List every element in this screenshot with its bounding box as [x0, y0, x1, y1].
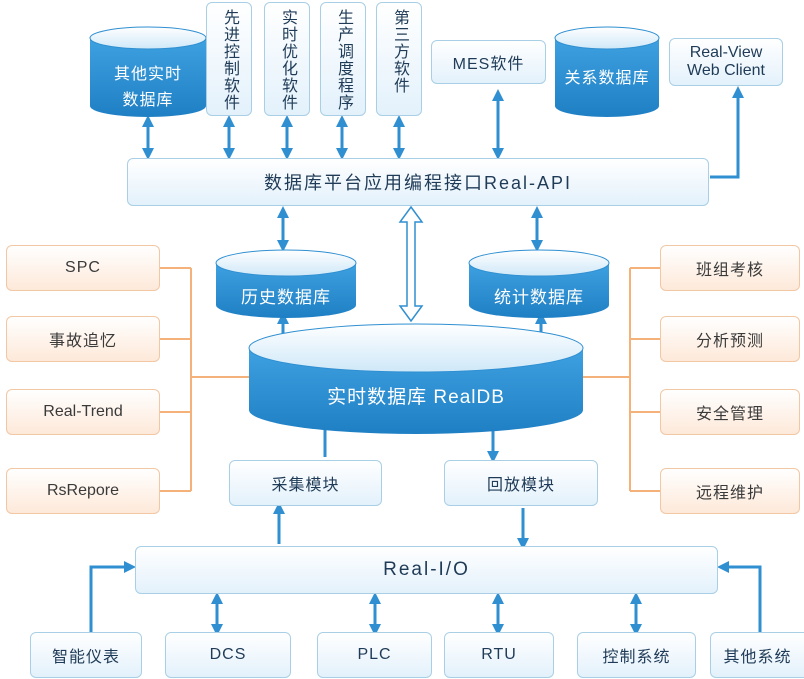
right-orange-connector [583, 267, 660, 492]
left-module-rsrepore: RsRepore [6, 468, 160, 514]
bottom-control-system-label: 控制系统 [602, 649, 671, 666]
collect-module-label: 采集模块 [271, 477, 340, 494]
right-module-analysis-forecast-label: 分析预测 [695, 333, 764, 350]
left-module-spc: SPC [6, 245, 160, 291]
right-module-team-assessment-label: 班组考核 [695, 262, 764, 279]
left-module-accident-recall: 事故追忆 [6, 316, 160, 362]
other-db-cylinder [89, 26, 207, 117]
playback-module-box: 回放模块 [444, 460, 598, 506]
mes-box: MES软件 [431, 40, 546, 84]
stats-db-label: 统计数据库 [494, 287, 584, 307]
left-module-real-trend: Real-Trend [6, 389, 160, 435]
bottom-rtu-label: RTU [481, 646, 517, 663]
advanced-control-box: 先进控制软件 [206, 2, 252, 116]
production-sched-label: 生产调度程序 [335, 9, 352, 111]
arrow-meter-io [89, 561, 136, 632]
other-db-label-line1: 其他实时 [113, 66, 182, 83]
right-module-safety-management-label: 安全管理 [695, 406, 764, 423]
playback-module-label: 回放模块 [486, 477, 555, 494]
bottom-control-system: 控制系统 [577, 632, 696, 678]
bottom-rtu: RTU [444, 632, 554, 678]
right-module-remote-maintenance: 远程维护 [660, 468, 800, 514]
bottom-plc-label: PLC [357, 646, 392, 663]
bottom-smart-meter: 智能仪表 [30, 632, 142, 678]
collect-module-box: 采集模块 [229, 460, 382, 506]
realtime-opt-label: 实时优化软件 [279, 9, 296, 111]
bottom-smart-meter-label: 智能仪表 [51, 649, 120, 666]
left-module-spc-label: SPC [65, 259, 101, 276]
stats-db-cylinder [468, 249, 610, 318]
api-bar-label: 数据库平台应用编程接口Real-API [263, 173, 573, 193]
left-module-accident-recall-label: 事故追忆 [48, 333, 117, 350]
realdb-label: 实时数据库 RealDB [327, 386, 505, 408]
io-bar: Real-I/O [135, 546, 718, 594]
advanced-control-label: 先进控制软件 [221, 9, 238, 111]
web-client-box: Real-View Web Client [669, 38, 783, 86]
third-party-label: 第三方软件 [391, 9, 408, 94]
right-module-analysis-forecast: 分析预测 [660, 316, 800, 362]
left-module-rsrepore-label: RsRepore [46, 482, 120, 499]
right-module-team-assessment: 班组考核 [660, 245, 800, 291]
web-client-label-line2: Web Client [687, 62, 765, 79]
web-client-label-line1: Real-View [689, 44, 763, 61]
history-db-label: 历史数据库 [241, 287, 331, 307]
right-module-remote-maintenance-label: 远程维护 [695, 485, 764, 502]
production-sched-box: 生产调度程序 [320, 2, 366, 116]
bottom-plc: PLC [317, 632, 432, 678]
relational-db-label: 关系数据库 [564, 70, 650, 87]
relational-db-cylinder [554, 26, 660, 117]
realdb-cylinder [248, 323, 584, 434]
right-module-safety-management: 安全管理 [660, 389, 800, 435]
mes-label: MES软件 [452, 56, 525, 73]
bottom-dcs-label: DCS [209, 646, 247, 663]
bottom-other-system-label: 其他系统 [723, 649, 792, 666]
io-bar-label: Real-I/O [383, 559, 470, 580]
bottom-other-system: 其他系统 [710, 632, 804, 678]
history-db-cylinder [215, 249, 357, 318]
realtime-opt-box: 实时优化软件 [264, 2, 310, 116]
other-db-label-line2: 数据库 [122, 92, 174, 109]
arrow-other-io [717, 561, 762, 632]
hollow-double-arrow [398, 205, 424, 323]
third-party-box: 第三方软件 [376, 2, 422, 116]
left-orange-connector [160, 267, 250, 492]
api-bar: 数据库平台应用编程接口Real-API [127, 158, 709, 206]
left-module-real-trend-label: Real-Trend [43, 403, 123, 420]
bottom-dcs: DCS [165, 632, 291, 678]
arrow-web-client [710, 86, 744, 179]
